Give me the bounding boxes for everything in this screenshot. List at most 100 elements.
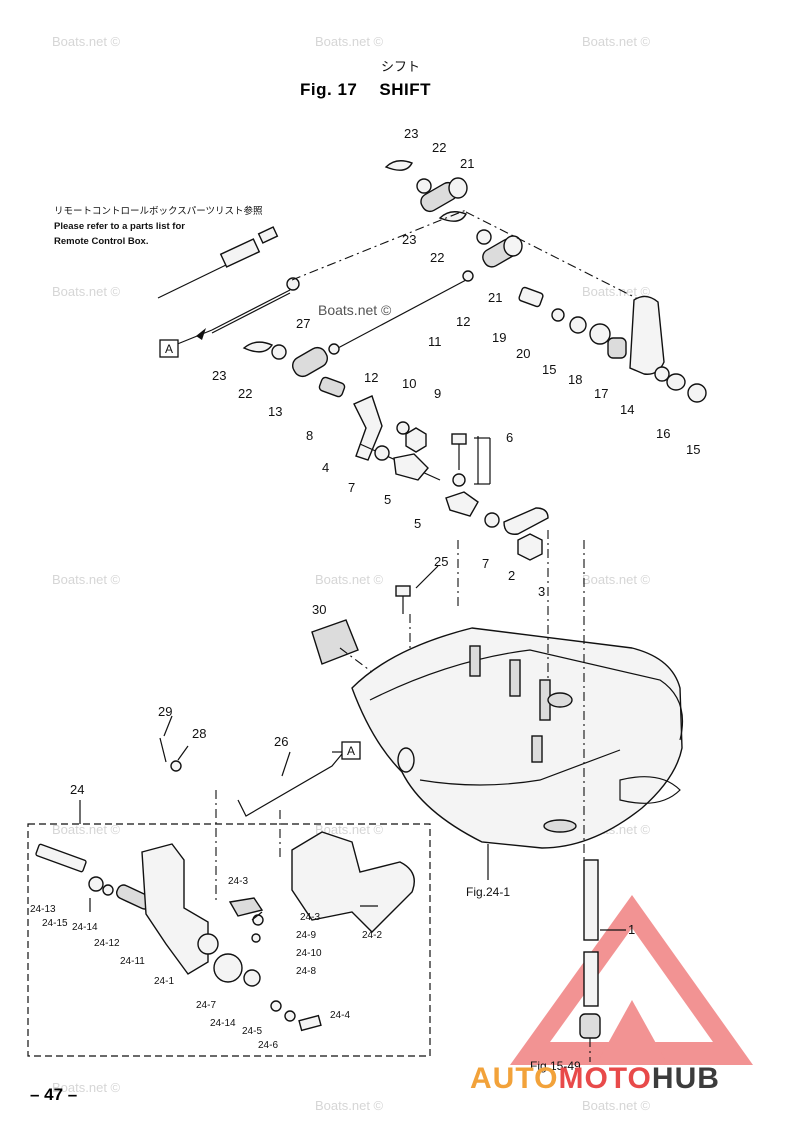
callout-label: 24-4 (330, 1010, 350, 1021)
callout-label: 24-13 (30, 904, 56, 915)
watermark-text: Boats.net © (52, 284, 121, 299)
brand-part-3: HUB (651, 1062, 720, 1095)
watermark-text: Boats.net © (52, 822, 121, 837)
callout-label: 4 (322, 460, 329, 475)
callout-label: 24-2 (362, 930, 382, 941)
callout-label: 2 (508, 568, 515, 583)
callout-label: 14 (620, 402, 634, 417)
callout-label: 24-9 (296, 930, 316, 941)
callout-label: 15 (542, 362, 556, 377)
figure-title: SHIFT (379, 80, 431, 99)
watermark-text: Boats.net © (318, 302, 392, 318)
callout-label: 23 (212, 368, 226, 383)
callout-label: 12 (364, 370, 378, 385)
shift-shaft-assembly (353, 395, 549, 561)
marker-a-label: A (347, 744, 355, 758)
callout-label: 23 (404, 126, 418, 141)
watermark-text: Boats.net © (52, 572, 121, 587)
callout-label: 10 (402, 376, 416, 391)
watermark-text: Boats.net © (582, 1098, 651, 1113)
callout-label: 26 (274, 734, 288, 749)
watermarks: Boats.net © Boats.net © Boats.net © Boat… (52, 34, 651, 1113)
callout-label: 24-10 (296, 948, 322, 959)
shift-lever-assembly (518, 286, 707, 403)
brand-part-2: MOTO (558, 1062, 652, 1095)
watermark-text: Boats.net © (52, 34, 121, 49)
brand-logo-triangle (510, 895, 753, 1065)
callout-label: 24-3 (228, 876, 248, 887)
note-japanese: リモートコントロールボックスパーツリスト参照 (54, 206, 263, 217)
callout-label: 19 (492, 330, 506, 345)
detail-box-24 (27, 823, 431, 1057)
watermark-text: Boats.net © (315, 34, 384, 49)
page-title: Fig. 17 SHIFT (300, 80, 453, 100)
callout-label: 30 (312, 602, 326, 617)
watermark-text: Boats.net © (582, 284, 651, 299)
watermark-text: Boats.net © (52, 1080, 121, 1095)
callout-label: 24-7 (196, 1000, 216, 1011)
upper-link-parts (286, 160, 523, 291)
remote-control-cable (157, 226, 291, 348)
fig-ref-label: Fig.15-49 (530, 1059, 581, 1073)
lower-link-parts (242, 341, 346, 398)
callout-label: 28 (192, 726, 206, 741)
callout-label: 6 (506, 430, 513, 445)
callout-label: 15 (686, 442, 700, 457)
watermark-text: Boats.net © (582, 572, 651, 587)
callout-label: 18 (568, 372, 582, 387)
watermark-text: Boats.net © (582, 34, 651, 49)
brand-logo-text: AUTOMOTOHUB (470, 1062, 720, 1096)
bolt-and-plate (311, 585, 411, 665)
figure-number: Fig. 17 (300, 80, 358, 99)
callout-label: 12 (456, 314, 470, 329)
watermark-text: Boats.net © (315, 572, 384, 587)
callout-label: 1 (628, 922, 635, 937)
callout-label: 24-8 (296, 966, 316, 977)
callout-label: 22 (238, 386, 252, 401)
shift-rod-26 (159, 737, 344, 900)
callout-label: 24-14 (72, 922, 98, 933)
callout-label: 23 (402, 232, 416, 247)
bottom-cowling (339, 530, 684, 860)
shift-rod (291, 209, 641, 349)
callout-label: 7 (348, 480, 355, 495)
callout-label: 29 (158, 704, 172, 719)
reference-marker-a: A A (159, 328, 361, 760)
callout-label: 24-12 (94, 938, 120, 949)
marker-a-label: A (165, 342, 173, 356)
title-japanese: シフト (381, 60, 421, 75)
callout-label: 24-14 (210, 1018, 236, 1029)
watermark-text: Boats.net © (315, 822, 384, 837)
callout-label: 20 (516, 346, 530, 361)
callout-label: 16 (656, 426, 670, 441)
callout-label: 8 (306, 428, 313, 443)
callout-label: 25 (434, 554, 448, 569)
callout-label: 24-15 (42, 918, 68, 929)
callout-label: 7 (482, 556, 489, 571)
callout-label: 13 (268, 404, 282, 419)
callout-label: 9 (434, 386, 441, 401)
brand-part-1: AUTO (470, 1062, 559, 1095)
note-line-1: Please refer to a parts list for (54, 221, 185, 232)
callout-label: 3 (538, 584, 545, 599)
callout-label: 24-11 (120, 956, 145, 967)
watermark-text: Boats.net © (315, 1098, 384, 1113)
callout-label: 17 (594, 386, 608, 401)
remote-control-note: リモートコントロールボックスパーツリスト参照 Please refer to a… (54, 204, 263, 249)
callout-label: 24 (70, 782, 84, 797)
callout-label: 22 (430, 250, 444, 265)
callout-labels: 23 22 21 23 22 21 27 12 19 20 15 18 17 1… (30, 126, 700, 1073)
callout-label: 21 (488, 290, 502, 305)
lower-shift-shaft (579, 859, 626, 1062)
callout-label: 11 (428, 334, 442, 349)
leader-lines (79, 437, 491, 921)
callout-label: 5 (414, 516, 421, 531)
note-line-2: Remote Control Box. (54, 236, 149, 247)
callout-label: 24-3 (300, 912, 320, 923)
callout-label: 5 (384, 492, 391, 507)
fig-ref-label: Fig.24-1 (466, 885, 510, 899)
page-number: – 47 – (30, 1085, 78, 1104)
callout-label: 21 (460, 156, 474, 171)
